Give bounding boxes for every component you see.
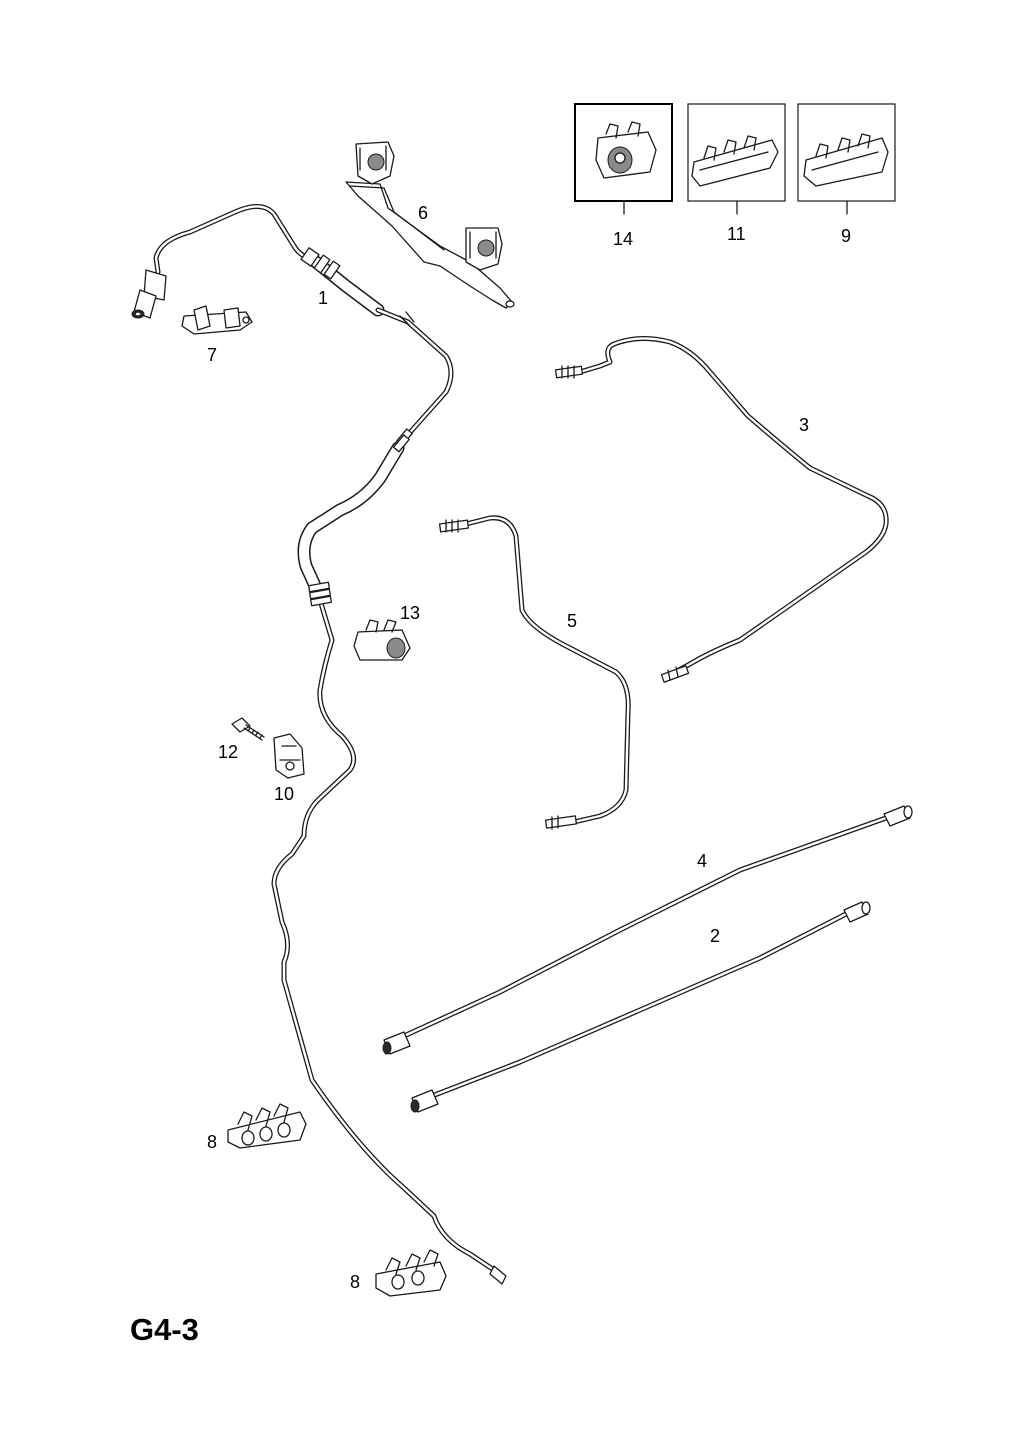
connector-icon bbox=[843, 901, 871, 923]
callout-12: 12 bbox=[218, 742, 238, 762]
part-8-pipe-clip-lower bbox=[375, 1249, 447, 1297]
part-7-clip bbox=[181, 305, 253, 335]
page-code: G4-3 bbox=[130, 1312, 199, 1347]
callout-13: 13 bbox=[400, 603, 420, 623]
callout-4: 4 bbox=[697, 851, 707, 871]
connector-icon bbox=[883, 805, 913, 827]
part-14-inset bbox=[574, 103, 673, 202]
pipe-end-icon bbox=[544, 815, 578, 830]
callout-1: 1 bbox=[318, 288, 328, 308]
part-9-inset bbox=[797, 103, 896, 202]
part-5-pipe bbox=[438, 515, 631, 830]
callout-3: 3 bbox=[799, 415, 809, 435]
part-3-pipe bbox=[554, 336, 889, 683]
callout-2: 2 bbox=[710, 926, 720, 946]
callout-8-lower: 8 bbox=[350, 1272, 360, 1292]
connector-icon bbox=[382, 1031, 411, 1055]
connector-icon bbox=[410, 1089, 439, 1113]
part-13-clip bbox=[353, 619, 411, 661]
callout-9: 9 bbox=[841, 226, 851, 246]
pipe-end-icon bbox=[660, 665, 690, 683]
callout-11: 11 bbox=[727, 224, 746, 244]
callout-10: 10 bbox=[274, 784, 294, 804]
part-11-inset bbox=[687, 103, 786, 202]
pipe-end-icon bbox=[438, 519, 470, 533]
quick-connector-icon bbox=[131, 269, 167, 319]
part-4-pipe bbox=[382, 805, 913, 1055]
part-2-pipe bbox=[410, 901, 871, 1113]
part-12-bolt bbox=[231, 717, 265, 741]
callout-7: 7 bbox=[207, 345, 217, 365]
callout-5: 5 bbox=[567, 611, 577, 631]
callout-14: 14 bbox=[613, 229, 633, 249]
callout-8-upper: 8 bbox=[207, 1132, 217, 1152]
pipe-end-icon bbox=[554, 365, 584, 379]
part-1-fuel-pipe bbox=[131, 204, 507, 1285]
callout-6: 6 bbox=[418, 203, 428, 223]
part-10-clip bbox=[273, 733, 305, 779]
part-6-bracket bbox=[345, 141, 515, 309]
part-8-pipe-clip-upper bbox=[227, 1103, 307, 1149]
